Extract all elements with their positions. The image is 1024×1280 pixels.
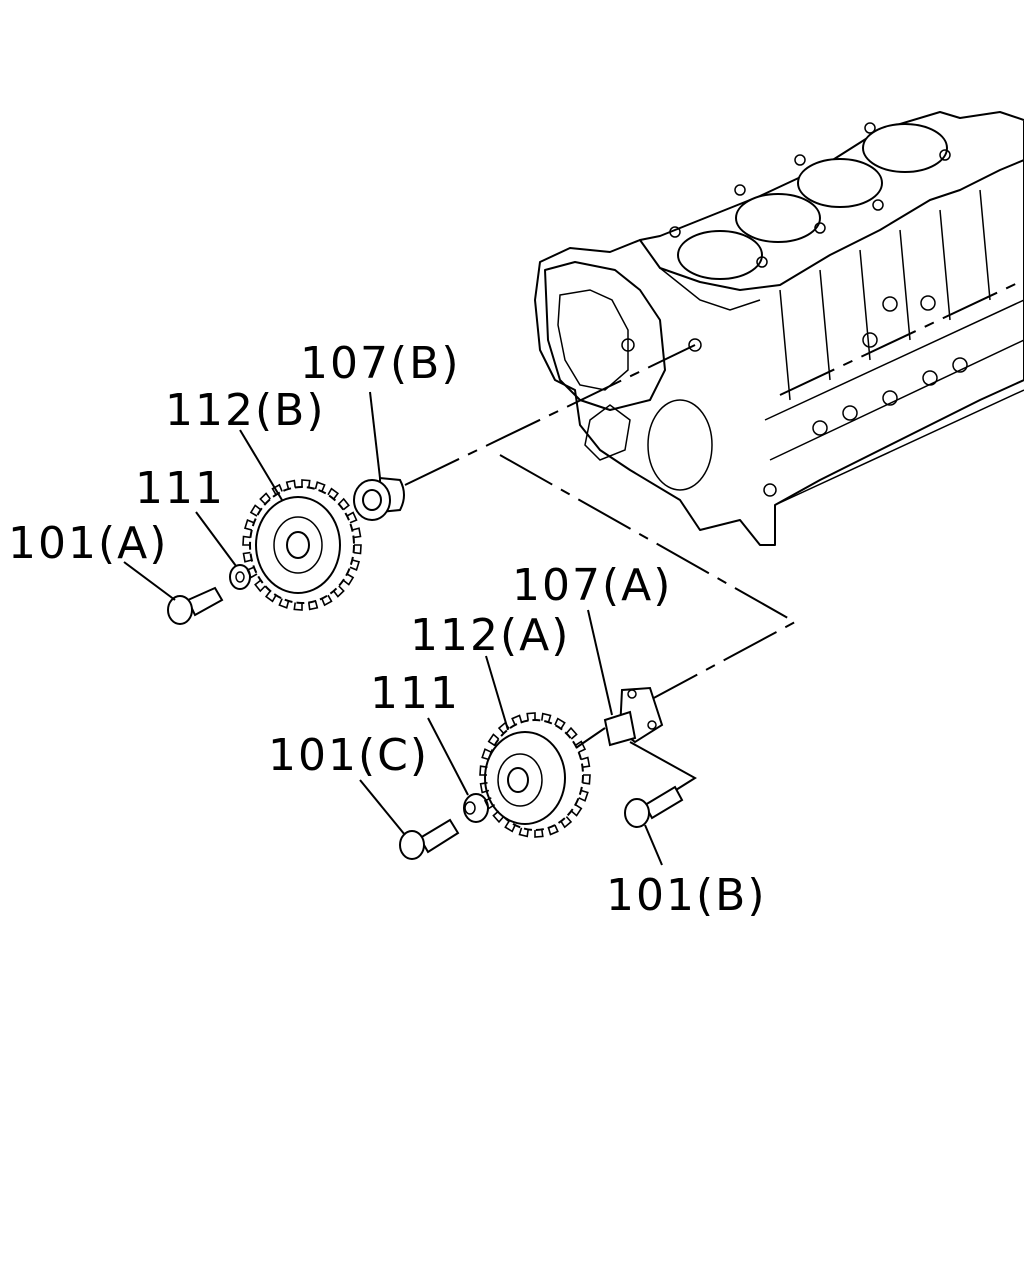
bolt-c — [399, 818, 460, 860]
leader-101c — [359, 779, 406, 836]
gear-tooth — [487, 733, 500, 746]
cylinder-bore-4 — [862, 123, 948, 173]
gear-tooth — [547, 824, 559, 836]
gear-tooth — [242, 551, 253, 563]
gear-tooth — [479, 765, 488, 776]
cylinder-bore-2 — [735, 193, 821, 243]
mount-line-upper — [629, 741, 697, 801]
gear-tooth — [278, 598, 290, 609]
gear-tooth — [578, 789, 589, 802]
gear-tooth — [580, 756, 591, 768]
gear-tooth — [259, 492, 271, 505]
gear-tooth — [349, 559, 361, 571]
gear-tooth — [321, 594, 333, 607]
center-line-upper — [404, 344, 696, 486]
gear-tooth — [554, 717, 566, 730]
gear-b-teeth — [242, 479, 362, 611]
gear-tooth — [246, 566, 258, 579]
gear-tooth — [351, 527, 362, 539]
gear-a-teeth — [479, 712, 591, 838]
leader-101b — [644, 824, 663, 866]
leader-111-upper — [195, 511, 237, 567]
gear-tooth — [565, 726, 578, 740]
callout-107b: 107(B) — [300, 338, 461, 389]
gear-tooth — [346, 511, 358, 524]
gear-tooth — [243, 519, 255, 531]
gear-tooth — [293, 602, 303, 611]
washer-upper — [229, 564, 251, 590]
callout-112b: 112(B) — [165, 385, 326, 436]
gear-tooth — [301, 479, 311, 488]
callout-111-lower: 111 — [370, 668, 460, 719]
gear-tooth — [264, 590, 277, 603]
gear-tooth — [479, 782, 490, 794]
gear-tooth — [570, 804, 583, 817]
idler-gear-b — [249, 486, 355, 604]
gear-tooth — [242, 535, 251, 546]
gear-tooth — [504, 820, 516, 833]
bolt-b — [624, 785, 684, 828]
gear-tooth — [327, 487, 340, 500]
engine-block — [534, 111, 1024, 546]
gear-tooth — [481, 748, 492, 761]
gear-tooth — [534, 829, 544, 838]
callout-112a: 112(A) — [410, 610, 570, 661]
idler-shaft-b — [353, 476, 405, 521]
gear-tooth — [541, 712, 552, 723]
gear-tooth — [497, 721, 510, 734]
gear-tooth — [314, 481, 326, 492]
gear-tooth — [333, 585, 345, 598]
washer-lower — [463, 793, 489, 823]
leader-112b — [239, 429, 283, 501]
gear-tooth — [526, 712, 536, 721]
callout-101b: 101(B) — [606, 870, 767, 921]
gear-tooth — [353, 544, 362, 555]
gear-tooth — [511, 714, 523, 726]
gear-tooth — [518, 827, 529, 838]
gear-tooth — [574, 740, 587, 753]
gear-tooth — [254, 579, 266, 593]
idler-shaft-a — [603, 686, 664, 747]
cylinder-bore-3 — [797, 158, 883, 208]
cylinder-bore-1 — [677, 230, 763, 280]
leader-111-lower — [427, 717, 469, 796]
gear-tooth — [492, 810, 505, 824]
callout-111-upper: 111 — [135, 463, 225, 514]
callout-107a: 107(A) — [512, 560, 672, 611]
gear-tooth — [338, 497, 350, 511]
gear-tooth — [342, 573, 355, 586]
idler-gear-a — [484, 719, 584, 831]
leader-107b — [369, 391, 381, 479]
gear-tooth — [560, 816, 573, 829]
callout-101a: 101(A) — [8, 518, 168, 569]
gear-tooth — [483, 797, 496, 810]
center-line-routing — [499, 454, 798, 701]
leader-112a — [485, 655, 509, 731]
leader-101a — [123, 561, 176, 601]
gear-tooth — [582, 774, 591, 785]
gear-tooth — [249, 504, 262, 517]
bolt-a — [167, 586, 224, 625]
gear-tooth — [285, 479, 296, 490]
leader-107a — [587, 609, 613, 716]
callout-101c: 101(C) — [268, 730, 429, 781]
gear-tooth — [308, 600, 319, 611]
gear-tooth — [271, 483, 283, 496]
